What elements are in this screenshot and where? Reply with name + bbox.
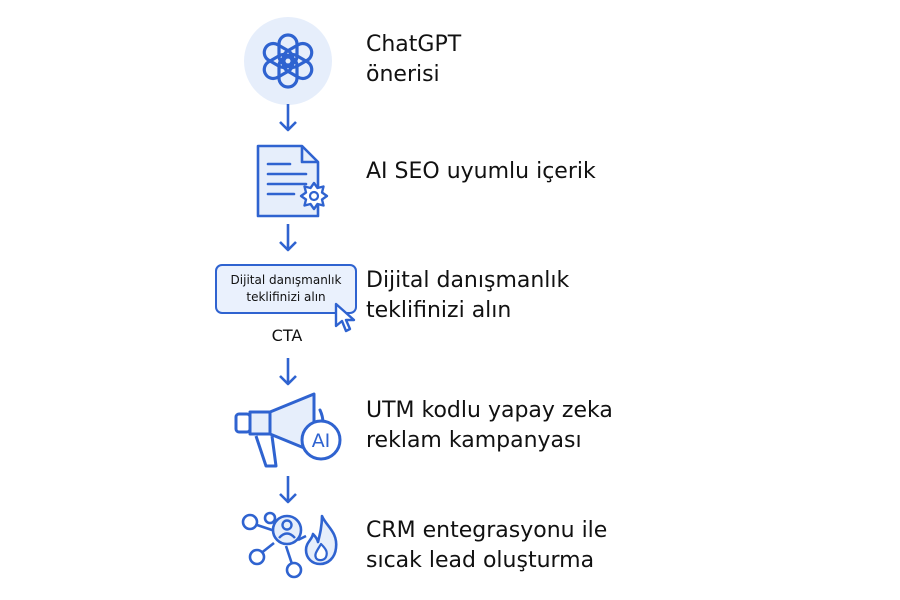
document-gear-icon: [256, 144, 329, 218]
step-label-line: ChatGPT: [366, 32, 462, 57]
step-label-chatgpt: ChatGPT önerisi: [366, 30, 461, 90]
step-label-line: UTM kodlu yapay zeka: [366, 398, 613, 423]
arrow-down-icon: [279, 476, 297, 504]
cursor-icon: [334, 302, 356, 333]
arrow-down-icon: [279, 104, 297, 132]
network-flame-icon: [241, 511, 338, 579]
step-label-cta: Dijital danışmanlık teklifinizi alın: [366, 266, 569, 326]
arrow-down-icon: [279, 358, 297, 386]
cta-button-line: teklifinizi alın: [246, 290, 326, 304]
step-label-line: sıcak lead oluşturma: [366, 548, 595, 573]
cta-tag: CTA: [271, 326, 303, 345]
step-label-line: teklifinizi alın: [366, 298, 512, 323]
cta-button-line: Dijital danışmanlık: [230, 273, 342, 287]
step-label-line: AI SEO uyumlu içerik: [366, 159, 596, 184]
megaphone-ai-icon: AI: [234, 392, 342, 468]
step-label-campaign: UTM kodlu yapay zeka reklam kampanyası: [366, 396, 613, 456]
step-label-content: AI SEO uyumlu içerik: [366, 157, 596, 187]
cta-button[interactable]: Dijital danışmanlık teklifinizi alın: [215, 264, 357, 314]
step-label-line: önerisi: [366, 62, 440, 87]
step-label-crm: CRM entegrasyonu ile sıcak lead oluşturm…: [366, 516, 607, 576]
step-label-line: CRM entegrasyonu ile: [366, 518, 608, 543]
chatgpt-logo-icon: [244, 17, 332, 105]
step-label-line: Dijital danışmanlık: [366, 268, 570, 293]
arrow-down-icon: [279, 224, 297, 252]
step-label-line: reklam kampanyası: [366, 428, 582, 453]
megaphone-ai-text: AI: [312, 430, 331, 452]
